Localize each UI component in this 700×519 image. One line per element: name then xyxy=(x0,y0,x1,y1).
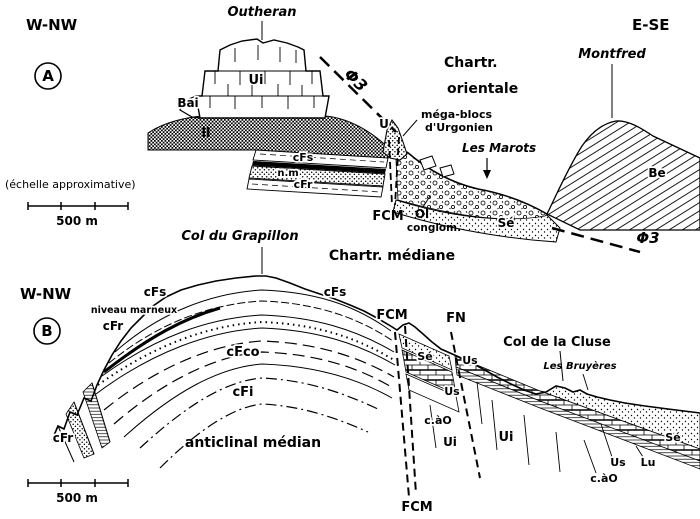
label-us-right: Us xyxy=(610,456,626,469)
label-cfi: cFi xyxy=(232,385,253,400)
label-ui-a: Ui xyxy=(248,73,263,88)
butte-joints xyxy=(209,45,315,109)
label-ll: ll xyxy=(202,126,211,141)
label-cfs-right: cFs xyxy=(324,285,346,299)
bai-bench xyxy=(179,95,201,119)
les-marots-arrow xyxy=(483,158,491,179)
label-cfr-top: cFr xyxy=(103,319,124,333)
band-nm-a xyxy=(252,161,386,174)
left-band-strokes xyxy=(57,382,111,463)
fault-fcm-a xyxy=(388,136,400,206)
butte-bed-lines xyxy=(196,70,329,97)
ui-block-joints xyxy=(476,381,561,473)
label-us-graben: Us xyxy=(444,385,460,398)
label-us-top: Us xyxy=(462,354,478,367)
label-col-du-grapillon: Col du Grapillon xyxy=(181,229,298,244)
band-cfr-a xyxy=(248,165,386,187)
label-nm: n.m xyxy=(277,168,298,179)
label-se-graben: Sé xyxy=(417,350,432,363)
label-ui-graben: Ui xyxy=(443,435,457,449)
scale-label-a: 500 m xyxy=(56,214,98,228)
echelle-note: (échelle approximative) xyxy=(5,178,136,191)
label-col-de-la-cluse: Col de la Cluse xyxy=(503,335,611,350)
label-cfs-a: cFs xyxy=(293,151,314,164)
fault-fcm-b xyxy=(394,325,417,498)
megablocs-leader xyxy=(402,119,418,137)
anticline-bedding xyxy=(95,289,396,469)
band-lower-texture xyxy=(251,183,381,193)
us-right-leader xyxy=(600,423,613,458)
fault-fn xyxy=(450,331,481,479)
direction-ese-a: E-SE xyxy=(632,16,670,34)
label-anticlinal-median: anticlinal médian xyxy=(185,435,321,451)
label-cfs-left: cFs xyxy=(144,285,166,299)
label-conglom: conglom. xyxy=(407,222,461,234)
phi3-lower-line xyxy=(551,226,641,254)
graben-joint xyxy=(429,404,437,449)
scale-bar-a: 500 m xyxy=(27,202,129,228)
scale-label-b: 500 m xyxy=(56,491,98,505)
unit-se-graben xyxy=(398,333,453,371)
label-montfred: Montfred xyxy=(578,47,646,62)
label-les-bruyeres: Les Bruyères xyxy=(543,360,616,372)
ol-leader xyxy=(422,195,431,208)
label-ui-block: Ui xyxy=(498,430,513,445)
lu-leader xyxy=(635,445,644,458)
label-be: Be xyxy=(648,166,665,180)
flysch-bands-a xyxy=(246,149,389,198)
label-u: U xyxy=(379,117,389,131)
direction-wnw-a: W-NW xyxy=(26,16,78,34)
label-se-right: Sé xyxy=(665,431,680,444)
label-ol: Ol xyxy=(415,207,429,221)
label-cfr-a: cFr xyxy=(294,178,313,191)
label-phi3-bottom: Φ3 xyxy=(636,229,659,247)
label-fcm-top-b: FCM xyxy=(376,308,407,323)
label-bai: Bai xyxy=(177,96,198,110)
label-fcm-a: FCM xyxy=(372,209,403,224)
cluse-leader xyxy=(559,350,564,382)
urgonien-spire xyxy=(382,118,408,161)
unit-se-a xyxy=(392,199,561,243)
label-cfr-left: cFr xyxy=(53,431,74,445)
label-chartr-orientale-1: Chartr. xyxy=(444,55,498,71)
badge-b: B xyxy=(41,322,52,340)
label-les-marots: Les Marots xyxy=(462,141,536,155)
band-cfs-a xyxy=(252,149,389,169)
bruyeres-leader xyxy=(582,373,589,391)
label-megablocs-2: d'Urgonien xyxy=(425,121,493,134)
mega-blocks xyxy=(419,155,455,178)
label-se-a: Sé xyxy=(498,216,515,230)
badge-a: A xyxy=(42,67,54,85)
surface-profile-b xyxy=(51,275,700,441)
niveau-marneux-band xyxy=(103,306,221,374)
label-cao-graben: c.àO xyxy=(424,414,451,427)
section-a: 500 m (échelle approximative) A W-NW E-S… xyxy=(5,5,700,254)
label-cao-right: c.àO xyxy=(590,472,617,485)
graben-units xyxy=(398,333,460,449)
section-b-badge: B xyxy=(33,317,61,345)
montfred-hill xyxy=(546,120,700,231)
label-chartr-mediane: Chartr. médiane xyxy=(329,248,455,264)
label-chartr-orientale-2: orientale xyxy=(447,81,518,97)
unit-lu-right xyxy=(455,366,700,470)
phi3-upper-line xyxy=(319,56,397,133)
section-b: 500 m B W-NW Col du Grapillon cFs cFs ni… xyxy=(20,229,700,515)
label-lu: Lu xyxy=(641,456,656,469)
cao-right-leader xyxy=(583,439,597,474)
label-fn: FN xyxy=(446,311,466,326)
band-cfs-texture xyxy=(259,153,385,163)
unit-us-graben xyxy=(401,349,457,395)
label-cfco: cFco xyxy=(226,345,259,360)
left-steep-bands xyxy=(57,382,111,463)
label-outheran: Outheran xyxy=(227,5,296,20)
direction-wnw-b: W-NW xyxy=(20,285,72,303)
label-niveau-marneux: niveau marneux xyxy=(91,305,177,316)
label-fcm-bottom-b: FCM xyxy=(401,500,432,515)
label-megablocs-1: méga-blocs xyxy=(421,108,493,121)
scale-bar-b: 500 m xyxy=(27,479,129,505)
outheran-butte xyxy=(179,38,330,119)
section-a-badge: A xyxy=(34,62,62,90)
